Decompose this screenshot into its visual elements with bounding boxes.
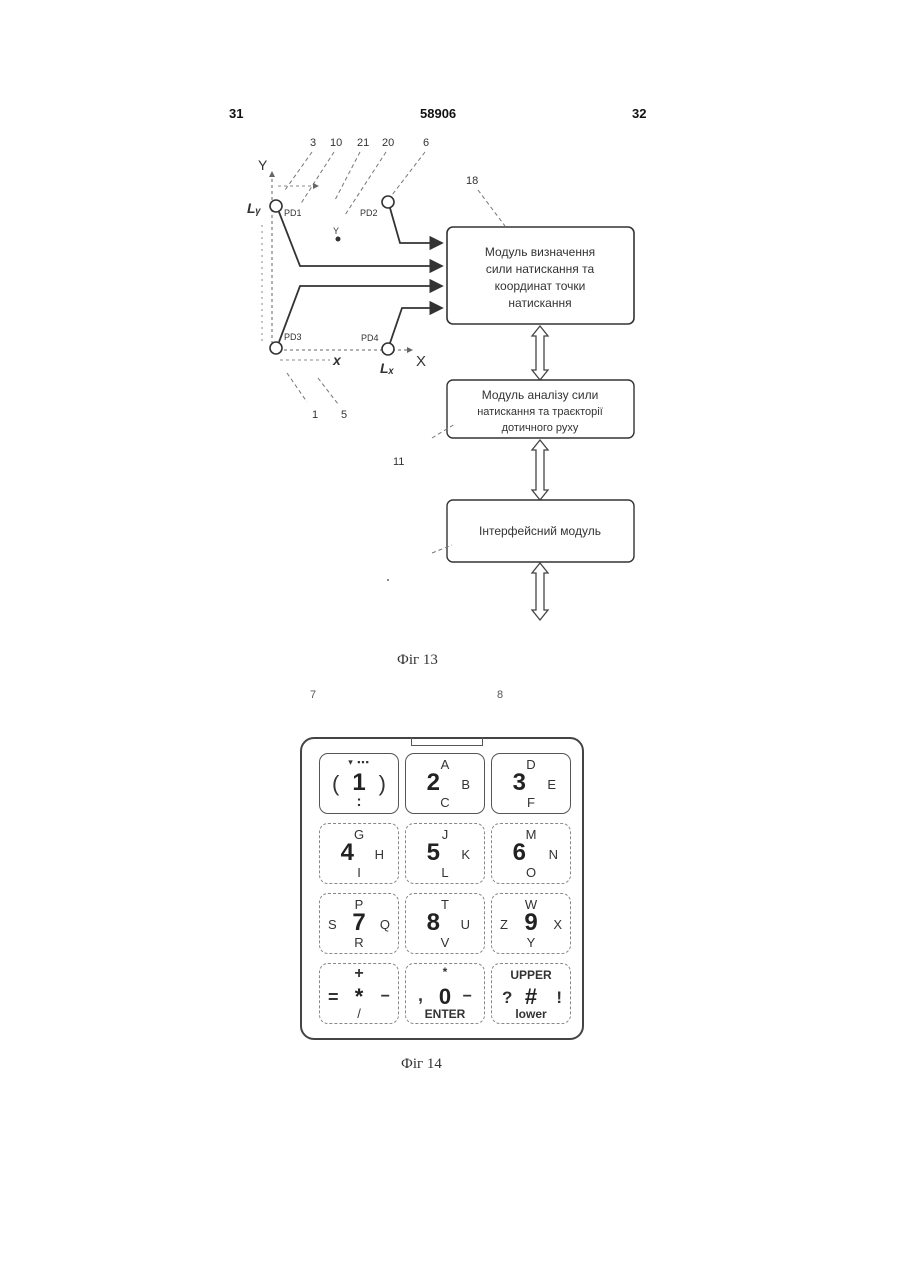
key-0-digit: 0 bbox=[406, 986, 484, 1008]
ref-label-20: 20 bbox=[382, 137, 394, 149]
sensor-label-pd1: PD1 bbox=[284, 208, 302, 218]
key-hash-upper-label: UPPER bbox=[492, 969, 570, 981]
ref-label-1: 1 bbox=[312, 409, 318, 421]
key-2-right: B bbox=[461, 778, 470, 791]
wire-pd1 bbox=[279, 212, 442, 266]
sensor-pd2 bbox=[382, 196, 394, 208]
key-3-right: E bbox=[547, 778, 556, 791]
key-8-bottom: V bbox=[406, 936, 484, 949]
ref-label-6: 6 bbox=[423, 137, 429, 149]
key-3[interactable]: D 3 E F bbox=[491, 753, 571, 814]
bus-arrow-out bbox=[532, 563, 548, 620]
coord-x-label: x bbox=[332, 352, 342, 368]
ref-label-10: 10 bbox=[330, 137, 342, 149]
block1-line4: натискання bbox=[508, 296, 571, 310]
key-0-enter-label: ENTER bbox=[406, 1008, 484, 1020]
key-2-digit: 2 bbox=[406, 771, 461, 795]
key-6-right: N bbox=[549, 848, 558, 861]
key-1-right: ) bbox=[379, 773, 386, 795]
bus-arrow-2 bbox=[532, 440, 548, 500]
key-4-digit: 4 bbox=[320, 841, 375, 865]
key-3-bottom: F bbox=[492, 796, 570, 809]
block2-line3: дотичного руху bbox=[502, 422, 579, 434]
touch-point-label: Y bbox=[333, 226, 339, 236]
key-0[interactable]: * , 0 − ENTER bbox=[405, 963, 485, 1024]
key-7-right: Q bbox=[380, 918, 390, 931]
key-9[interactable]: W Z 9 X Y bbox=[491, 893, 571, 954]
key-star[interactable]: + = * − / bbox=[319, 963, 399, 1024]
figure-13-diagram: 3 10 21 20 6 Y X Lᵧ Lₓ x Y PD1 PD2 PD3 P… bbox=[0, 0, 900, 700]
key-star-right: − bbox=[381, 989, 390, 1005]
key-4[interactable]: G 4 H I bbox=[319, 823, 399, 884]
key-6-digit: 6 bbox=[492, 841, 547, 865]
sensor-pd1 bbox=[270, 200, 282, 212]
keypad-notch bbox=[411, 737, 483, 746]
sensor-pd4 bbox=[382, 343, 394, 355]
sensor-label-pd4: PD4 bbox=[361, 333, 379, 343]
block1-line3: координат точки bbox=[495, 279, 586, 293]
ref-label-21: 21 bbox=[357, 137, 369, 149]
key-5[interactable]: J 5 K L bbox=[405, 823, 485, 884]
axis-y-label: Y bbox=[258, 157, 268, 173]
key-6-bottom: O bbox=[492, 866, 570, 879]
block2-line1: Модуль аналізу сили bbox=[482, 388, 599, 402]
key-8-digit: 8 bbox=[406, 911, 461, 935]
key-3-digit: 3 bbox=[492, 771, 547, 795]
key-1-indicator: ▾ ▪▪▪ bbox=[320, 758, 398, 767]
key-2-bottom: C bbox=[406, 796, 484, 809]
key-0-right: − bbox=[463, 989, 472, 1005]
ref-label-5: 5 bbox=[341, 409, 347, 421]
block1-line2: сили натискання та bbox=[486, 262, 595, 276]
key-hash[interactable]: UPPER ? # ! lower bbox=[491, 963, 571, 1024]
key-1[interactable]: ▾ ▪▪▪ ( 1 ) : bbox=[319, 753, 399, 814]
key-1-digit: 1 bbox=[320, 771, 398, 795]
block3-line1: Інтерфейсний модуль bbox=[479, 524, 601, 538]
key-2[interactable]: A 2 B C bbox=[405, 753, 485, 814]
key-4-bottom: I bbox=[320, 866, 398, 879]
key-4-right: H bbox=[375, 848, 384, 861]
key-7-bottom: R bbox=[320, 936, 398, 949]
ref-label-18: 18 bbox=[466, 175, 478, 187]
sensor-label-pd3: PD3 bbox=[284, 332, 302, 342]
wire-pd2 bbox=[390, 208, 442, 243]
key-3-top: D bbox=[492, 758, 570, 771]
ref-label-8: 8 bbox=[497, 689, 503, 701]
key-hash-lower-label: lower bbox=[492, 1008, 570, 1020]
ref-label-3: 3 bbox=[310, 137, 316, 149]
block2-line2: натискання та траєкторії bbox=[477, 406, 603, 418]
key-6[interactable]: M 6 N O bbox=[491, 823, 571, 884]
wire-pd4 bbox=[390, 308, 442, 343]
key-2-top: A bbox=[406, 758, 484, 771]
sensor-label-pd2: PD2 bbox=[360, 208, 378, 218]
touch-point bbox=[336, 237, 341, 242]
ref-label-11: 11 bbox=[393, 456, 404, 468]
key-9-right: X bbox=[553, 918, 562, 931]
key-5-right: K bbox=[461, 848, 470, 861]
key-9-bottom: Y bbox=[492, 936, 570, 949]
key-4-top: G bbox=[320, 828, 398, 841]
key-star-bottom: / bbox=[320, 1007, 398, 1020]
figure-14-caption: Фіг 14 bbox=[401, 1056, 442, 1073]
keypad-panel: ▾ ▪▪▪ ( 1 ) : A 2 B C D 3 E F G 4 H I J … bbox=[300, 737, 584, 1040]
key-0-top: * bbox=[406, 966, 484, 978]
sensor-pd3 bbox=[270, 342, 282, 354]
key-5-digit: 5 bbox=[406, 841, 461, 865]
key-5-bottom: L bbox=[406, 866, 484, 879]
key-6-top: M bbox=[492, 828, 570, 841]
ref-label-7: 7 bbox=[310, 689, 316, 701]
key-8[interactable]: T 8 U V bbox=[405, 893, 485, 954]
key-star-top: + bbox=[320, 966, 398, 982]
block1-line1: Модуль визначення bbox=[485, 245, 595, 259]
length-lx-label: Lₓ bbox=[380, 360, 395, 376]
key-1-bottom: : bbox=[320, 794, 398, 809]
key-8-right: U bbox=[461, 918, 470, 931]
key-5-top: J bbox=[406, 828, 484, 841]
length-ly-label: Lᵧ bbox=[247, 200, 262, 216]
figure-13-caption: Фіг 13 bbox=[397, 652, 438, 669]
key-hash-right: ! bbox=[556, 989, 562, 1006]
key-8-top: T bbox=[406, 898, 484, 911]
bus-arrow-1 bbox=[532, 326, 548, 380]
axis-x-label: X bbox=[416, 353, 426, 370]
key-7[interactable]: P S 7 Q R bbox=[319, 893, 399, 954]
